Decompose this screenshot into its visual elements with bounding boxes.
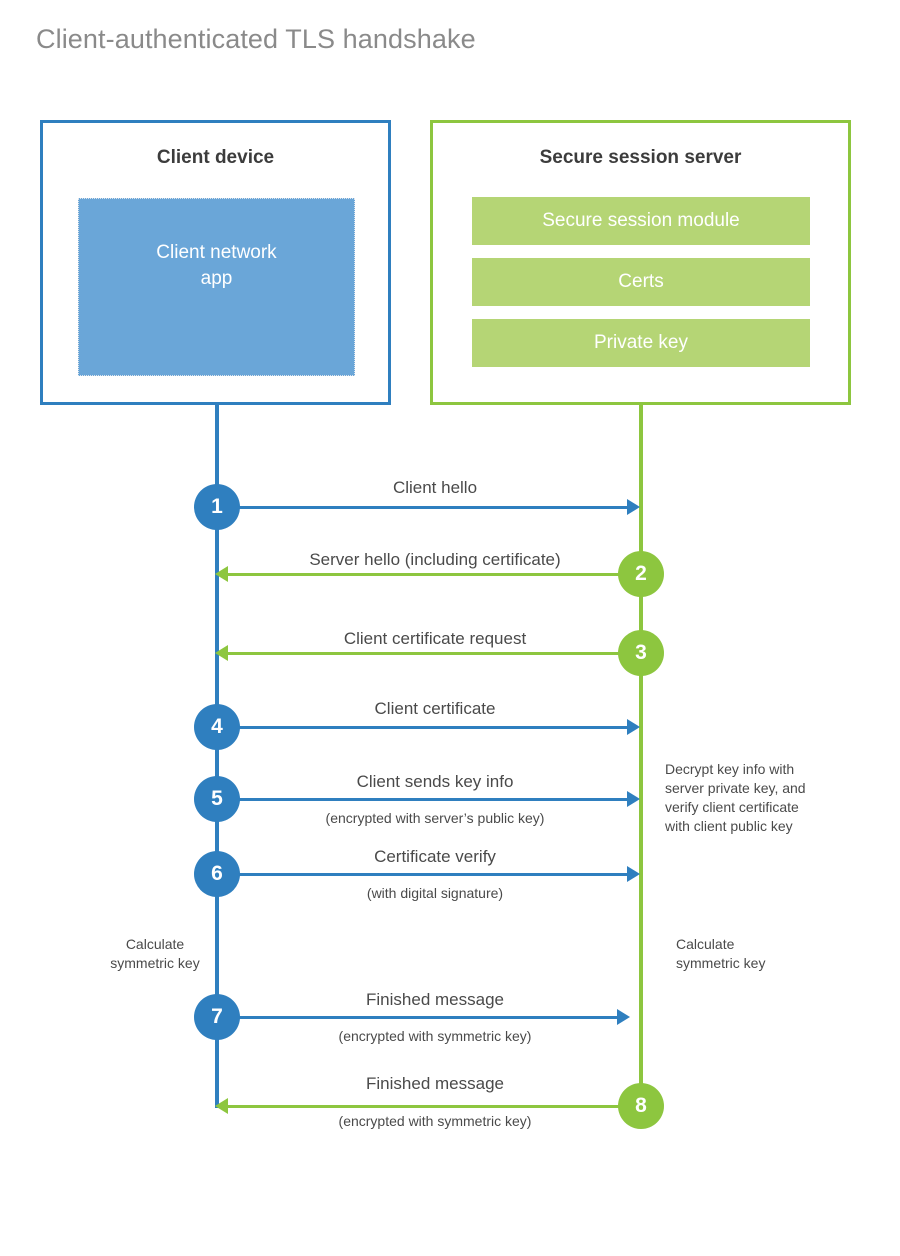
- step-2-label: Server hello (including certificate): [309, 550, 561, 569]
- client-calculate-symmetric-key-note: Calculate symmetric key: [85, 935, 225, 973]
- server-components-list: Secure session module Certs Private key: [472, 197, 810, 380]
- client-device-box: Client device Client network app: [40, 120, 391, 405]
- step-2-circle[interactable]: 2: [618, 551, 664, 597]
- step-6-sublabel: (with digital signature): [366, 885, 504, 901]
- server-calculate-note-line1: Calculate: [676, 936, 735, 952]
- server-decrypt-note-line3: verify client certificate: [665, 799, 799, 815]
- step-1-label: Client hello: [392, 478, 478, 497]
- server-decrypt-note: Decrypt key info with server private key…: [665, 760, 850, 836]
- step-8-circle[interactable]: 8: [618, 1083, 664, 1129]
- step-4-arrow-head-icon: [627, 719, 640, 735]
- server-calculate-note-line2: symmetric key: [676, 955, 766, 971]
- step-3-line: [228, 652, 640, 655]
- step-8-line: [228, 1105, 640, 1108]
- server-lifeline: [639, 405, 643, 1108]
- server-calculate-symmetric-key-note: Calculate symmetric key: [676, 935, 836, 973]
- client-lifeline: [215, 405, 219, 1108]
- step-1-circle[interactable]: 1: [194, 484, 240, 530]
- step-7-arrow-head-icon: [617, 1009, 630, 1025]
- client-device-title: Client device: [156, 147, 275, 168]
- server-decrypt-note-line2: server private key, and: [665, 780, 806, 796]
- step-7-sublabel: (encrypted with symmetric key): [338, 1028, 532, 1044]
- client-app-label-line2: app: [200, 268, 233, 289]
- step-6-label: Certificate verify: [374, 847, 496, 866]
- step-7-circle[interactable]: 7: [194, 994, 240, 1040]
- client-calculate-note-line2: symmetric key: [110, 955, 200, 971]
- step-6-circle[interactable]: 6: [194, 851, 240, 897]
- step-5-sublabel: (encrypted with server’s public key): [325, 810, 545, 826]
- server-component-certs: Certs: [472, 258, 810, 306]
- server-decrypt-note-line1: Decrypt key info with: [665, 761, 795, 777]
- step-1-arrow-head-icon: [627, 499, 640, 515]
- client-calculate-note-line1: Calculate: [125, 936, 185, 952]
- step-3-label: Client certificate request: [343, 629, 527, 648]
- client-app-label-line1: Client network: [156, 242, 277, 263]
- step-8-label: Finished message: [366, 1074, 504, 1093]
- step-8-sublabel: (encrypted with symmetric key): [338, 1113, 532, 1129]
- step-7-label: Finished message: [366, 990, 504, 1009]
- server-decrypt-note-line4: with client public key: [665, 818, 793, 834]
- page-title: Client-authenticated TLS handshake: [36, 24, 476, 54]
- step-4-circle[interactable]: 4: [194, 704, 240, 750]
- step-2-arrow-head-icon: [215, 566, 228, 582]
- step-5-label: Client sends key info: [356, 772, 514, 791]
- step-1-line: [217, 506, 627, 509]
- step-5-circle[interactable]: 5: [194, 776, 240, 822]
- step-4-label: Client certificate: [374, 699, 496, 718]
- secure-session-server-box: Secure session server Secure session mod…: [430, 120, 851, 405]
- step-7-line: [217, 1016, 617, 1019]
- step-4-line: [217, 726, 627, 729]
- client-network-app-block: Client network app: [78, 198, 355, 376]
- server-component-secure-session-module: Secure session module: [472, 197, 810, 245]
- step-2-line: [228, 573, 640, 576]
- step-6-arrow-head-icon: [627, 866, 640, 882]
- step-3-arrow-head-icon: [215, 645, 228, 661]
- step-5-arrow-head-icon: [627, 791, 640, 807]
- step-6-line: [217, 873, 627, 876]
- step-3-circle[interactable]: 3: [618, 630, 664, 676]
- server-component-private-key: Private key: [472, 319, 810, 367]
- step-8-arrow-head-icon: [215, 1098, 228, 1114]
- secure-session-server-title: Secure session server: [539, 147, 742, 168]
- step-5-line: [217, 798, 627, 801]
